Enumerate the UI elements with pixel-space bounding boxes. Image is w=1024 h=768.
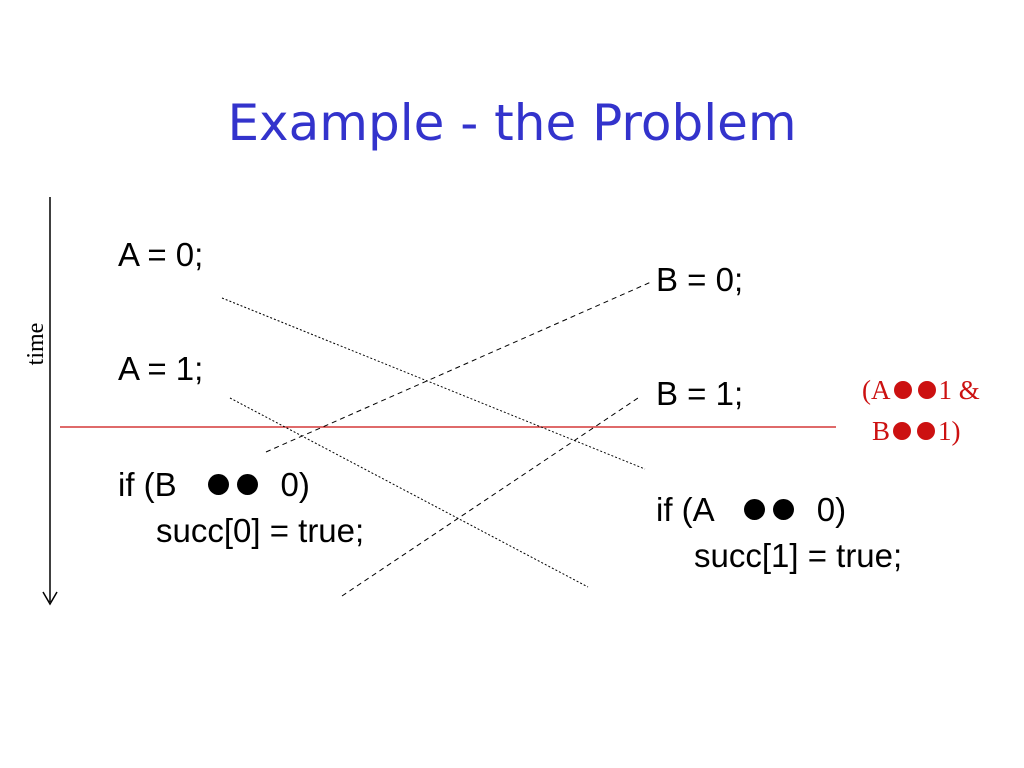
red-dot-symbol bbox=[917, 380, 936, 399]
note-line1-suffix: 1 & bbox=[938, 375, 980, 405]
black-dot-symbol bbox=[773, 498, 795, 520]
dashed-line-b0 bbox=[265, 281, 652, 453]
note-line-1: (A 1 & bbox=[862, 377, 980, 404]
red-dot-symbol bbox=[893, 421, 912, 440]
note-line2-suffix: 1) bbox=[938, 416, 961, 446]
thread0-body: succ[0] = true; bbox=[156, 512, 365, 549]
thread0-cond-suffix: 0) bbox=[280, 466, 310, 503]
time-axis-arrowhead bbox=[42, 591, 58, 606]
thread0-a-assign-0: A = 0; bbox=[118, 236, 204, 273]
time-axis-label: time bbox=[23, 322, 49, 366]
thread1-cond-suffix: 0) bbox=[816, 491, 847, 528]
dashed-line-b1 bbox=[341, 395, 642, 597]
note-line2-prefix: B bbox=[872, 416, 891, 446]
red-dot-symbol bbox=[917, 421, 936, 440]
thread1-b-assign-1: B = 1; bbox=[656, 375, 744, 412]
thread0-a-assign-1: A = 1; bbox=[118, 350, 204, 387]
thread0-condition: if (B 0) bbox=[118, 468, 310, 501]
note-line-2: B 1) bbox=[872, 418, 961, 445]
black-dot-symbol bbox=[208, 473, 230, 495]
red-dot-symbol bbox=[893, 380, 912, 399]
slide-title: Example - the Problem bbox=[227, 94, 797, 152]
thread1-cond-prefix: if (A bbox=[656, 491, 713, 528]
dotted-line-a1 bbox=[229, 397, 589, 588]
black-dot-symbol bbox=[237, 473, 259, 495]
thread1-b-assign-0: B = 0; bbox=[656, 261, 744, 298]
thread0-cond-prefix: if (B bbox=[118, 466, 177, 503]
thread1-body: succ[1] = true; bbox=[694, 537, 903, 574]
black-dot-symbol bbox=[744, 498, 766, 520]
note-line1-prefix: (A bbox=[862, 375, 891, 405]
thread1-condition: if (A 0) bbox=[656, 493, 846, 526]
